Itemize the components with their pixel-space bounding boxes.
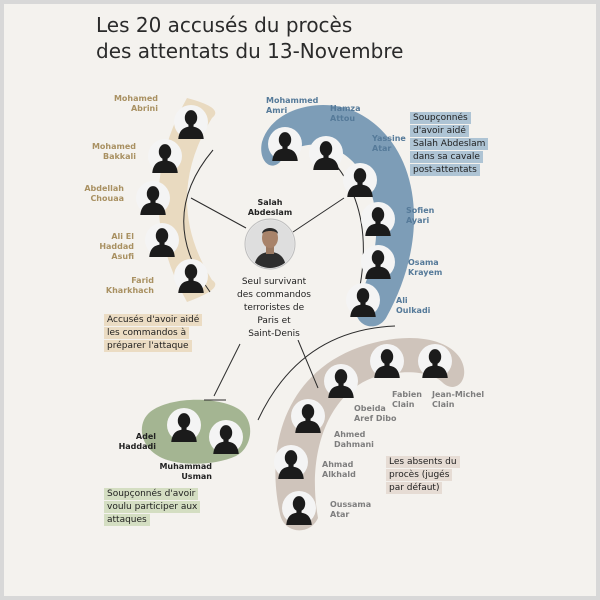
bottom-inner-curve: [257, 325, 396, 421]
center-caption-line: Paris et: [226, 315, 322, 328]
name-yassine-atar: Yassine Atar: [372, 134, 406, 153]
portrait-oussama-atar: [282, 491, 316, 525]
portrait-ahmad-alkhald: [274, 445, 308, 479]
portrait-farid-kharkhach: [174, 259, 208, 293]
center-caption-line: des commandos: [226, 289, 322, 302]
name-ali-el-haddad-asufi: Ali El Haddad Asufi: [99, 232, 134, 261]
portrait-fabien-clain: [370, 344, 404, 378]
right-caption-line: d'avoir aidé: [410, 125, 502, 138]
name-obeida-aref-dibo: Obeida Aref Dibo: [354, 404, 397, 423]
bottom-right-caption-line: procès (jugés: [386, 469, 476, 482]
portraits-bottom-left: [167, 408, 243, 454]
name-mohamed-bakkali: Mohamed Bakkali: [91, 142, 136, 161]
name-osama-krayem: Osama Krayem: [408, 258, 443, 277]
infographic-title: Les 20 accusés du procès des attentats d…: [96, 12, 403, 64]
portrait-mohamed-bakkali: [148, 139, 182, 173]
left-group-caption: Accusés d'avoir aidé les commandos à pré…: [104, 314, 224, 353]
right-caption-line: dans sa cavale: [410, 151, 502, 164]
portraits-bottom-right: [274, 344, 452, 525]
right-caption-line: Salah Abdeslam: [410, 138, 502, 151]
portrait-yassine-atar: [343, 163, 377, 197]
bottom-right-group-arc: [275, 338, 465, 531]
portrait-abdellah-chouaa: [136, 181, 170, 215]
connector-bottom-right: [297, 339, 319, 389]
portrait-muhammad-usman: [209, 420, 243, 454]
right-caption-line: Soupçonnés: [410, 112, 502, 125]
portrait-ali-oulkadi: [346, 283, 380, 317]
portrait-hamza-attou: [309, 136, 343, 170]
name-abdellah-chouaa: Abdellah Chouaa: [84, 184, 124, 203]
left-caption-line: préparer l'attaque: [104, 340, 224, 353]
name-hamza-attou: Hamza Attou: [330, 104, 361, 123]
name-jean-michel-clain: Jean-Michel Clain: [432, 390, 485, 409]
name-oussama-atar: Oussama Atar: [330, 500, 372, 519]
left-caption-line: Accusés d'avoir aidé: [104, 314, 224, 327]
connector-bottom-left: [213, 343, 241, 397]
bottom-left-caption-line: Soupçonnés d'avoir: [104, 488, 216, 501]
portrait-adel-haddadi: [167, 408, 201, 442]
salah-abdeslam-photo: [246, 220, 294, 268]
bottom-left-group-caption: Soupçonnés d'avoir voulu participer aux …: [104, 488, 216, 527]
name-sofien-ayari: Sofien Ayari: [406, 206, 435, 225]
portrait-mohammed-amri: [268, 127, 302, 161]
name-muhammad-usman: Muhammad Usman: [159, 462, 212, 481]
center-caption-line: Saint-Denis: [226, 328, 322, 341]
bottom-right-caption-line: Les absents du: [386, 456, 476, 469]
bottom-left-caption-line: attaques: [104, 514, 216, 527]
name-ahmad-alkhald: Ahmad Alkhald: [322, 460, 356, 479]
portrait-ali-el-haddad-asufi: [145, 223, 179, 257]
left-caption-line: les commandos à: [104, 327, 224, 340]
name-mohamed-abrini: Mohamed Abrini: [113, 94, 158, 113]
connector-right: [292, 197, 345, 233]
name-adel-haddadi: Adel Haddadi: [118, 432, 156, 451]
center-name: Salah Abdeslam: [247, 198, 293, 217]
portraits-left: [136, 105, 208, 293]
right-caption-line: post-attentats: [410, 164, 502, 177]
portrait-obeida-aref-dibo: [324, 364, 358, 398]
portraits-right: [268, 127, 395, 317]
name-ali-oulkadi: Ali Oulkadi: [396, 296, 431, 315]
name-farid-kharkhach: Farid Kharkhach: [105, 276, 154, 295]
center-caption-line: terroristes de: [226, 302, 322, 315]
center-caption: Seul survivant des commandos terroristes…: [226, 276, 322, 341]
portrait-osama-krayem: [361, 245, 395, 279]
portrait-ahmed-dahmani: [291, 399, 325, 433]
name-ahmed-dahmani: Ahmed Dahmani: [334, 430, 374, 449]
right-group-caption: Soupçonnés d'avoir aidé Salah Abdeslam d…: [410, 112, 502, 177]
portrait-mohamed-abrini: [174, 105, 208, 139]
bottom-left-caption-line: voulu participer aux: [104, 501, 216, 514]
connector-left: [190, 197, 247, 229]
title-line-1: Les 20 accusés du procès: [96, 13, 353, 37]
name-fabien-clain: Fabien Clain: [392, 390, 422, 409]
portrait-jean-michel-clain: [418, 344, 452, 378]
name-mohammed-amri: Mohammed Amri: [266, 96, 319, 115]
bottom-right-group-caption: Les absents du procès (jugés par défaut): [386, 456, 476, 495]
title-line-2: des attentats du 13-Novembre: [96, 39, 404, 63]
right-inner-curve: [329, 157, 364, 287]
portrait-sofien-ayari: [361, 202, 395, 236]
center-caption-line: Seul survivant: [226, 276, 322, 289]
bottom-right-caption-line: par défaut): [386, 482, 476, 495]
